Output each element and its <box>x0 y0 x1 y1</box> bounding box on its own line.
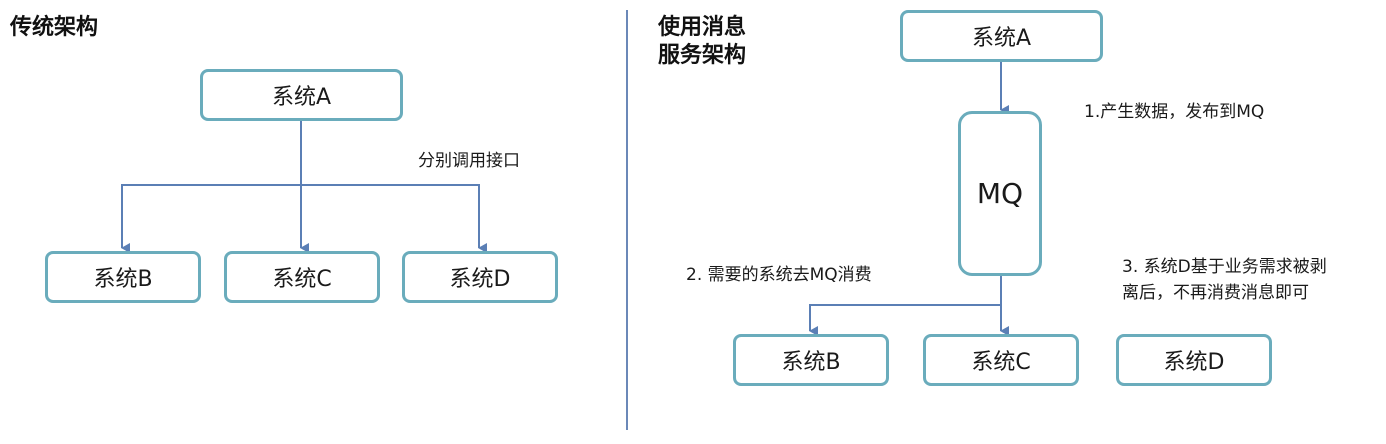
step3-detach-label: 3. 系统D基于业务需求被剥 离后，不再消费消息即可 <box>1122 254 1327 306</box>
left-connector-to-b <box>121 184 301 253</box>
left-system-c-box: 系统C <box>224 251 380 303</box>
section-divider <box>626 10 628 430</box>
step2-consume-label: 2. 需要的系统去MQ消费 <box>686 265 872 285</box>
left-connector-to-d <box>301 184 487 253</box>
call-interfaces-label: 分别调用接口 <box>418 151 520 171</box>
right-system-c-label: 系统C <box>971 350 1031 375</box>
left-system-d-label: 系统D <box>449 267 511 292</box>
mq-architecture-heading-line2: 服务架构 <box>658 43 747 68</box>
mq-box: MQ <box>958 111 1042 276</box>
right-system-d-box: 系统D <box>1116 334 1272 386</box>
left-system-a-label: 系统A <box>271 85 332 110</box>
left-system-b-box: 系统B <box>45 251 201 303</box>
right-system-b-label: 系统B <box>781 350 841 375</box>
left-system-d-box: 系统D <box>402 251 558 303</box>
mq-architecture-heading: 使用消息 服务架构 <box>658 14 746 70</box>
step3-detach-line2: 离后，不再消费消息即可 <box>1122 283 1309 303</box>
right-system-d-label: 系统D <box>1163 350 1225 375</box>
left-system-a-box: 系统A <box>200 69 403 121</box>
right-system-a-box: 系统A <box>900 10 1103 62</box>
left-system-b-label: 系统B <box>93 267 153 292</box>
mq-architecture-heading-line1: 使用消息 <box>658 15 747 40</box>
step3-detach-line1: 3. 系统D基于业务需求被剥 <box>1122 257 1327 277</box>
mq-label: MQ <box>976 177 1024 210</box>
traditional-architecture-heading: 传统架构 <box>10 15 99 40</box>
right-system-b-box: 系统B <box>733 334 889 386</box>
left-system-c-label: 系统C <box>272 267 332 292</box>
right-system-c-box: 系统C <box>923 334 1079 386</box>
step1-publish-label: 1.产生数据，发布到MQ <box>1084 102 1265 122</box>
mq-to-b-arrow <box>809 304 1001 336</box>
right-system-a-label: 系统A <box>971 26 1032 51</box>
